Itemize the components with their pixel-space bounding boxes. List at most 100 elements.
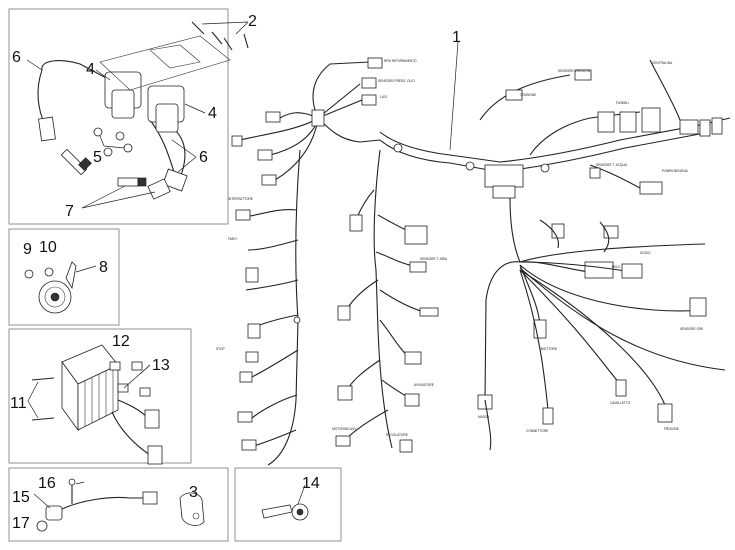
branch-top-sensors	[479, 74, 571, 121]
ignition-coil-left-body	[111, 89, 135, 119]
plug-d	[265, 111, 281, 123]
sensor-bracket	[179, 492, 205, 526]
cc-branch-9	[344, 409, 389, 441]
terminal-4	[139, 387, 151, 397]
callout-1: 1	[452, 29, 461, 46]
callout-14: 14	[302, 475, 320, 492]
nut-1	[93, 127, 103, 137]
callout-1-leader	[449, 41, 459, 151]
horn-bracket	[65, 261, 77, 290]
spark-plug	[60, 148, 92, 176]
panel-sensors	[8, 467, 229, 542]
sensor-group	[33, 478, 205, 532]
svg-text:STOP: STOP	[216, 347, 225, 351]
rl-branch-6	[519, 264, 706, 312]
coil-wire-a	[41, 60, 111, 81]
callout-15: 15	[12, 489, 30, 506]
branch-left-up-3	[317, 99, 363, 119]
ecu-connector-3	[641, 107, 661, 133]
callout-16: 16	[38, 475, 56, 492]
panel-ignition-coils	[8, 8, 229, 225]
svg-text:INTERRUTTORE: INTERRUTTORE	[228, 197, 253, 201]
horn-bolt	[24, 269, 34, 279]
sensor-connector	[142, 491, 158, 505]
rl-branch-4	[519, 243, 706, 263]
svg-text:TENSIONE: TENSIONE	[520, 93, 536, 97]
callout-9: 9	[23, 241, 32, 258]
plug-b	[361, 77, 377, 89]
svg-text:LUCI: LUCI	[380, 95, 387, 99]
ignition-coil-right-body	[155, 103, 179, 133]
lc-branch-6	[251, 394, 298, 419]
lc-branch-3	[245, 279, 299, 291]
panel-frames	[8, 8, 342, 542]
horn-group	[24, 261, 97, 314]
callout-4b: 4	[208, 105, 217, 122]
main-harness	[231, 57, 731, 466]
callout-17: 17	[12, 515, 30, 532]
jn-down	[509, 197, 521, 263]
lc-branch-1	[249, 209, 297, 217]
cc-sensor	[349, 214, 363, 232]
branch-to-trunk	[317, 117, 381, 143]
svg-text:CENTRALINA: CENTRALINA	[652, 61, 673, 65]
connector-tags: RPM RIFORNIMENTO SENSORE PRESS. OLIO LUC…	[216, 59, 703, 437]
callout-13: 13	[152, 357, 170, 374]
svg-text:SENSORE T. ACQUA: SENSORE T. ACQUA	[596, 163, 628, 167]
callout-11: 11	[10, 395, 27, 412]
harness-left-column	[267, 149, 301, 466]
svg-text:FARO: FARO	[228, 237, 237, 241]
svg-text:AVVISATORE: AVVISATORE	[414, 383, 434, 387]
svg-text:CAVALLETTO: CAVALLETTO	[610, 401, 631, 405]
coil-bracket-plate	[149, 44, 201, 69]
rl-branch-8	[519, 269, 549, 411]
o-ring	[36, 520, 48, 532]
cc-branch-5	[379, 289, 425, 313]
callout-5: 5	[93, 149, 102, 166]
svg-text:FRIZIONE: FRIZIONE	[664, 427, 679, 431]
branch-ecu	[529, 111, 641, 156]
svg-text:RELE: RELE	[612, 265, 620, 269]
callout-4a: 4	[86, 61, 95, 78]
rl-branch-10	[519, 269, 666, 406]
ecu-connector-2	[619, 111, 637, 133]
top-sensor-plug	[505, 89, 523, 101]
lc-branch-5	[249, 349, 299, 379]
top-sensor-plug-2	[574, 69, 592, 81]
branch-pump	[589, 164, 641, 189]
svg-text:INIETTORE: INIETTORE	[540, 347, 557, 351]
svg-text:SENSORE T. ARIA: SENSORE T. ARIA	[420, 257, 448, 261]
coil-wire-d	[174, 129, 186, 179]
reg-connector-b	[147, 445, 163, 465]
branch-right-top	[649, 59, 681, 121]
harness-trunk-upper	[379, 124, 701, 163]
temperature-sensor	[117, 177, 147, 187]
cc-relay	[404, 225, 428, 245]
ecu-connector-1	[597, 111, 615, 133]
rl-ecu-box	[584, 261, 614, 279]
callout-2: 2	[248, 13, 257, 30]
branch-left-4	[274, 119, 319, 181]
regulator-fins	[84, 368, 114, 426]
callout-6a: 6	[12, 49, 21, 66]
coil-wire-b	[37, 69, 46, 126]
callout-12: 12	[112, 333, 130, 350]
crank-sensor	[45, 505, 63, 521]
reg-wire-a	[117, 399, 149, 419]
terminal-1	[109, 361, 121, 371]
svg-text:MASSA: MASSA	[478, 415, 490, 419]
lc-branch-2	[247, 239, 299, 251]
reg-wire-b	[111, 411, 151, 456]
connector-group	[261, 484, 309, 521]
terminal-3	[117, 383, 129, 393]
svg-text:REGOLATORE: REGOLATORE	[386, 433, 408, 437]
panel-connector	[234, 467, 342, 542]
nut-3	[123, 143, 133, 153]
left-junction	[311, 109, 325, 127]
right-top-connector	[679, 119, 699, 135]
plug-c	[361, 94, 377, 106]
cc-branch-3	[375, 251, 415, 267]
svg-text:RPM RIFORNIMENTO: RPM RIFORNIMENTO	[384, 59, 417, 63]
svg-text:DIODO: DIODO	[640, 251, 651, 255]
